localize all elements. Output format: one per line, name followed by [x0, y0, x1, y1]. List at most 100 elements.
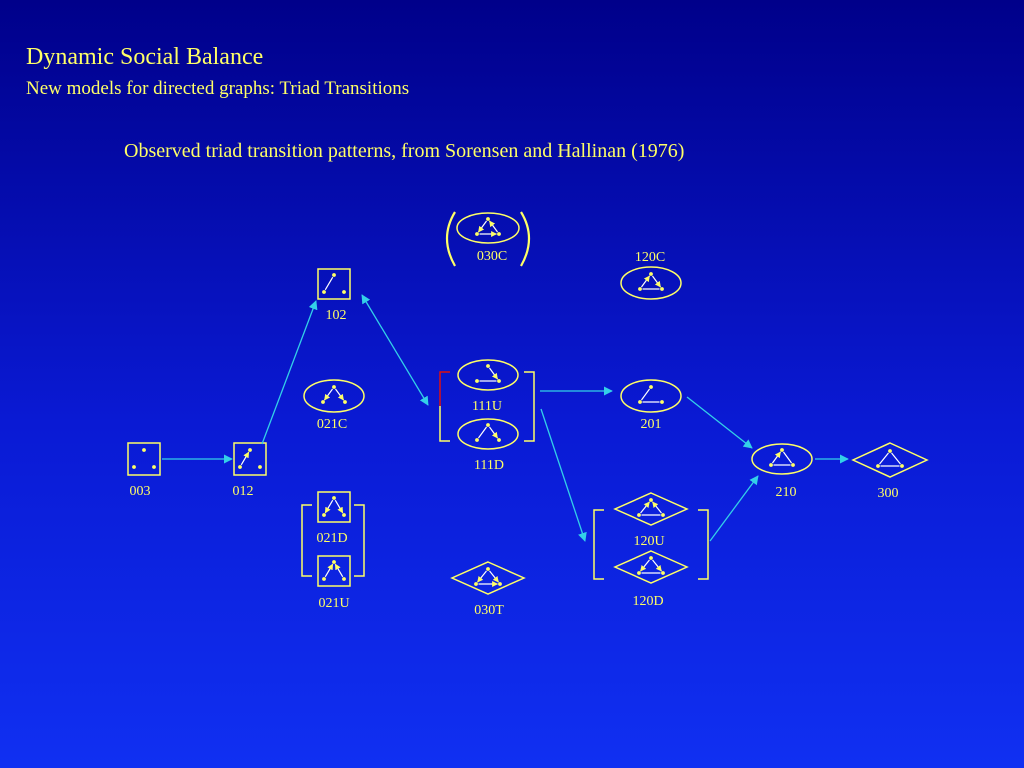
triad-node-dot [322, 290, 326, 294]
triad-label-201: 201 [641, 417, 662, 432]
triad-node-dot [637, 571, 641, 575]
triad-frame [456, 212, 520, 244]
page-title: Dynamic Social Balance [26, 44, 264, 70]
triad-tie [477, 220, 488, 233]
triad-tie [640, 501, 650, 514]
triad-tie [324, 499, 334, 514]
triad-tie [334, 388, 345, 401]
transition-arrow-102-to-111-pair [361, 294, 429, 406]
triad-node-dot [332, 385, 336, 389]
triad-frame [233, 442, 267, 476]
triad-tie [240, 451, 250, 466]
triad-node-dot [498, 582, 502, 586]
triad-node-dot [660, 287, 664, 291]
triad-300 [851, 442, 929, 478]
triad-node-dot [649, 272, 653, 276]
triad-node-dot [332, 273, 336, 277]
transition-arrow-120-pair-to-210 [709, 475, 759, 542]
bracket-120-left [593, 509, 604, 580]
bracket-111-right [524, 371, 535, 442]
triad-node-dot [661, 571, 665, 575]
triad-030c [456, 212, 520, 244]
triad-label-030c: 030C [477, 249, 507, 264]
triad-node-dot [661, 513, 665, 517]
triad-node-dot [649, 556, 653, 560]
triad-021u [317, 555, 351, 587]
transition-arrow-012-to-102 [261, 300, 318, 445]
triad-label-003: 003 [130, 484, 151, 499]
triad-node-dot [142, 448, 146, 452]
triad-node-dot [322, 577, 326, 581]
triad-120u [613, 492, 689, 526]
triad-node-dot [649, 498, 653, 502]
triad-tie [324, 563, 334, 578]
triad-tie [652, 559, 662, 572]
bracket-021-right [354, 504, 365, 577]
triad-102 [317, 268, 351, 300]
triad-003 [127, 442, 161, 476]
triad-node-dot [475, 379, 479, 383]
triad-node-dot [486, 423, 490, 427]
triad-node-dot [321, 400, 325, 404]
triad-tie [324, 276, 334, 291]
triad-label-111d: 111D [474, 458, 504, 473]
triad-frame [751, 443, 813, 475]
triad-node-dot [332, 496, 336, 500]
triad-label-300: 300 [878, 486, 899, 501]
paren-030c-left [445, 211, 456, 267]
page-subtitle: New models for directed graphs: Triad Tr… [26, 78, 410, 99]
triad-node-dot [475, 438, 479, 442]
triad-frame [851, 442, 929, 478]
paren-030c-right [520, 211, 531, 267]
triad-210 [751, 443, 813, 475]
triad-frame [613, 550, 689, 584]
triad-node-dot [649, 385, 653, 389]
triad-tie [488, 220, 499, 233]
triad-node-dot [342, 290, 346, 294]
triad-tie [334, 499, 344, 514]
triad-node-dot [343, 400, 347, 404]
triad-node-dot [780, 448, 784, 452]
triad-node-dot [900, 464, 904, 468]
triad-021c [303, 379, 365, 413]
triad-node-dot [638, 400, 642, 404]
triad-tie [879, 452, 889, 465]
triad-node-dot [497, 379, 501, 383]
triad-node-dot [342, 513, 346, 517]
triad-tie [489, 570, 499, 583]
triad-frame [317, 555, 351, 587]
triad-node-dot [888, 449, 892, 453]
triad-120c [620, 266, 682, 300]
triad-tie [771, 451, 782, 464]
triad-node-dot [474, 582, 478, 586]
triad-frame [303, 379, 365, 413]
bracket-111-left-bottom [439, 406, 450, 442]
triad-label-021c: 021C [317, 417, 347, 432]
triad-node-dot [637, 513, 641, 517]
triad-tie [651, 275, 662, 288]
triad-tie [323, 388, 334, 401]
triad-node-dot [497, 438, 501, 442]
triad-111u [457, 359, 519, 391]
triad-node-dot [248, 448, 252, 452]
triad-frame [620, 266, 682, 300]
triad-012 [233, 442, 267, 476]
triad-frame [620, 379, 682, 413]
triad-label-030t: 030T [474, 603, 504, 618]
triad-node-dot [322, 513, 326, 517]
triad-node-dot [486, 217, 490, 221]
triad-label-120d: 120D [632, 594, 663, 609]
triad-021d [317, 491, 351, 523]
triad-120d [613, 550, 689, 584]
triad-label-120u: 120U [633, 534, 664, 549]
triad-label-102: 102 [326, 308, 347, 323]
triad-node-dot [486, 364, 490, 368]
triad-tie [640, 388, 651, 401]
triad-node-dot [475, 232, 479, 236]
triad-node-dot [876, 464, 880, 468]
triad-label-111u: 111U [472, 399, 502, 414]
triad-tie [640, 275, 651, 288]
triad-label-012: 012 [233, 484, 254, 499]
triad-node-dot [238, 465, 242, 469]
triad-node-dot [769, 463, 773, 467]
